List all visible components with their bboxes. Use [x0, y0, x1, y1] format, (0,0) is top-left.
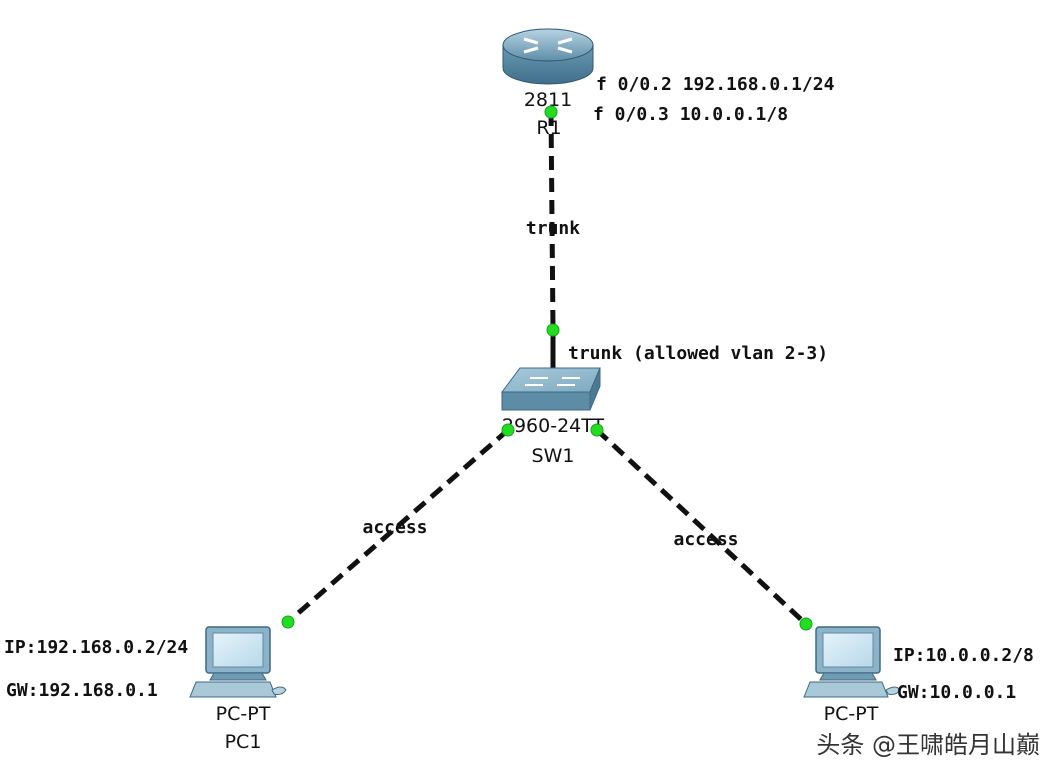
port-light-switch-pc1	[501, 423, 515, 437]
port-light-router	[544, 105, 558, 119]
pc2-icon[interactable]	[803, 626, 901, 698]
link-label-router-switch: trunk	[526, 218, 580, 239]
link-router-switch	[548, 111, 556, 331]
port-light-pc1	[281, 615, 295, 629]
link-label-pc1-access: access	[362, 517, 427, 538]
switch-icon[interactable]	[501, 367, 601, 411]
port-light-switch-pc2	[590, 423, 604, 437]
router-name-label: R1	[536, 117, 561, 139]
link-label-switch-trunk: trunk (allowed vlan 2-3)	[568, 343, 828, 364]
port-status-lights	[281, 105, 813, 631]
router-interface-1-label: f 0/0.2 192.168.0.1/24	[596, 74, 835, 95]
pc2-type-label: PC-PT	[824, 703, 879, 725]
pc1-icon[interactable]	[189, 626, 287, 698]
pc2-gateway-label: GW:10.0.0.1	[897, 682, 1016, 703]
switch-name-label: SW1	[532, 445, 575, 467]
watermark: 头条 @王啸皓月山巅	[816, 731, 1040, 759]
switch-model-label: 2960-24TT	[502, 415, 605, 437]
link-switch-pc2	[595, 428, 808, 626]
link-switch-pc1	[286, 428, 510, 624]
router-interface-2-label: f 0/0.3 10.0.0.1/8	[593, 104, 788, 125]
link-label-pc2-access: access	[673, 529, 738, 550]
pc2-ip-label: IP:10.0.0.2/8	[893, 645, 1034, 666]
router-model-label: 2811	[524, 89, 572, 111]
pc1-type-label: PC-PT	[216, 703, 271, 725]
router-icon[interactable]	[502, 28, 594, 85]
pc1-ip-label: IP:192.168.0.2/24	[4, 637, 188, 658]
port-light-switch-uplink	[546, 323, 560, 337]
pc1-gateway-label: GW:192.168.0.1	[6, 680, 158, 701]
pc1-name-label: PC1	[225, 731, 262, 753]
port-light-pc2	[799, 617, 813, 631]
